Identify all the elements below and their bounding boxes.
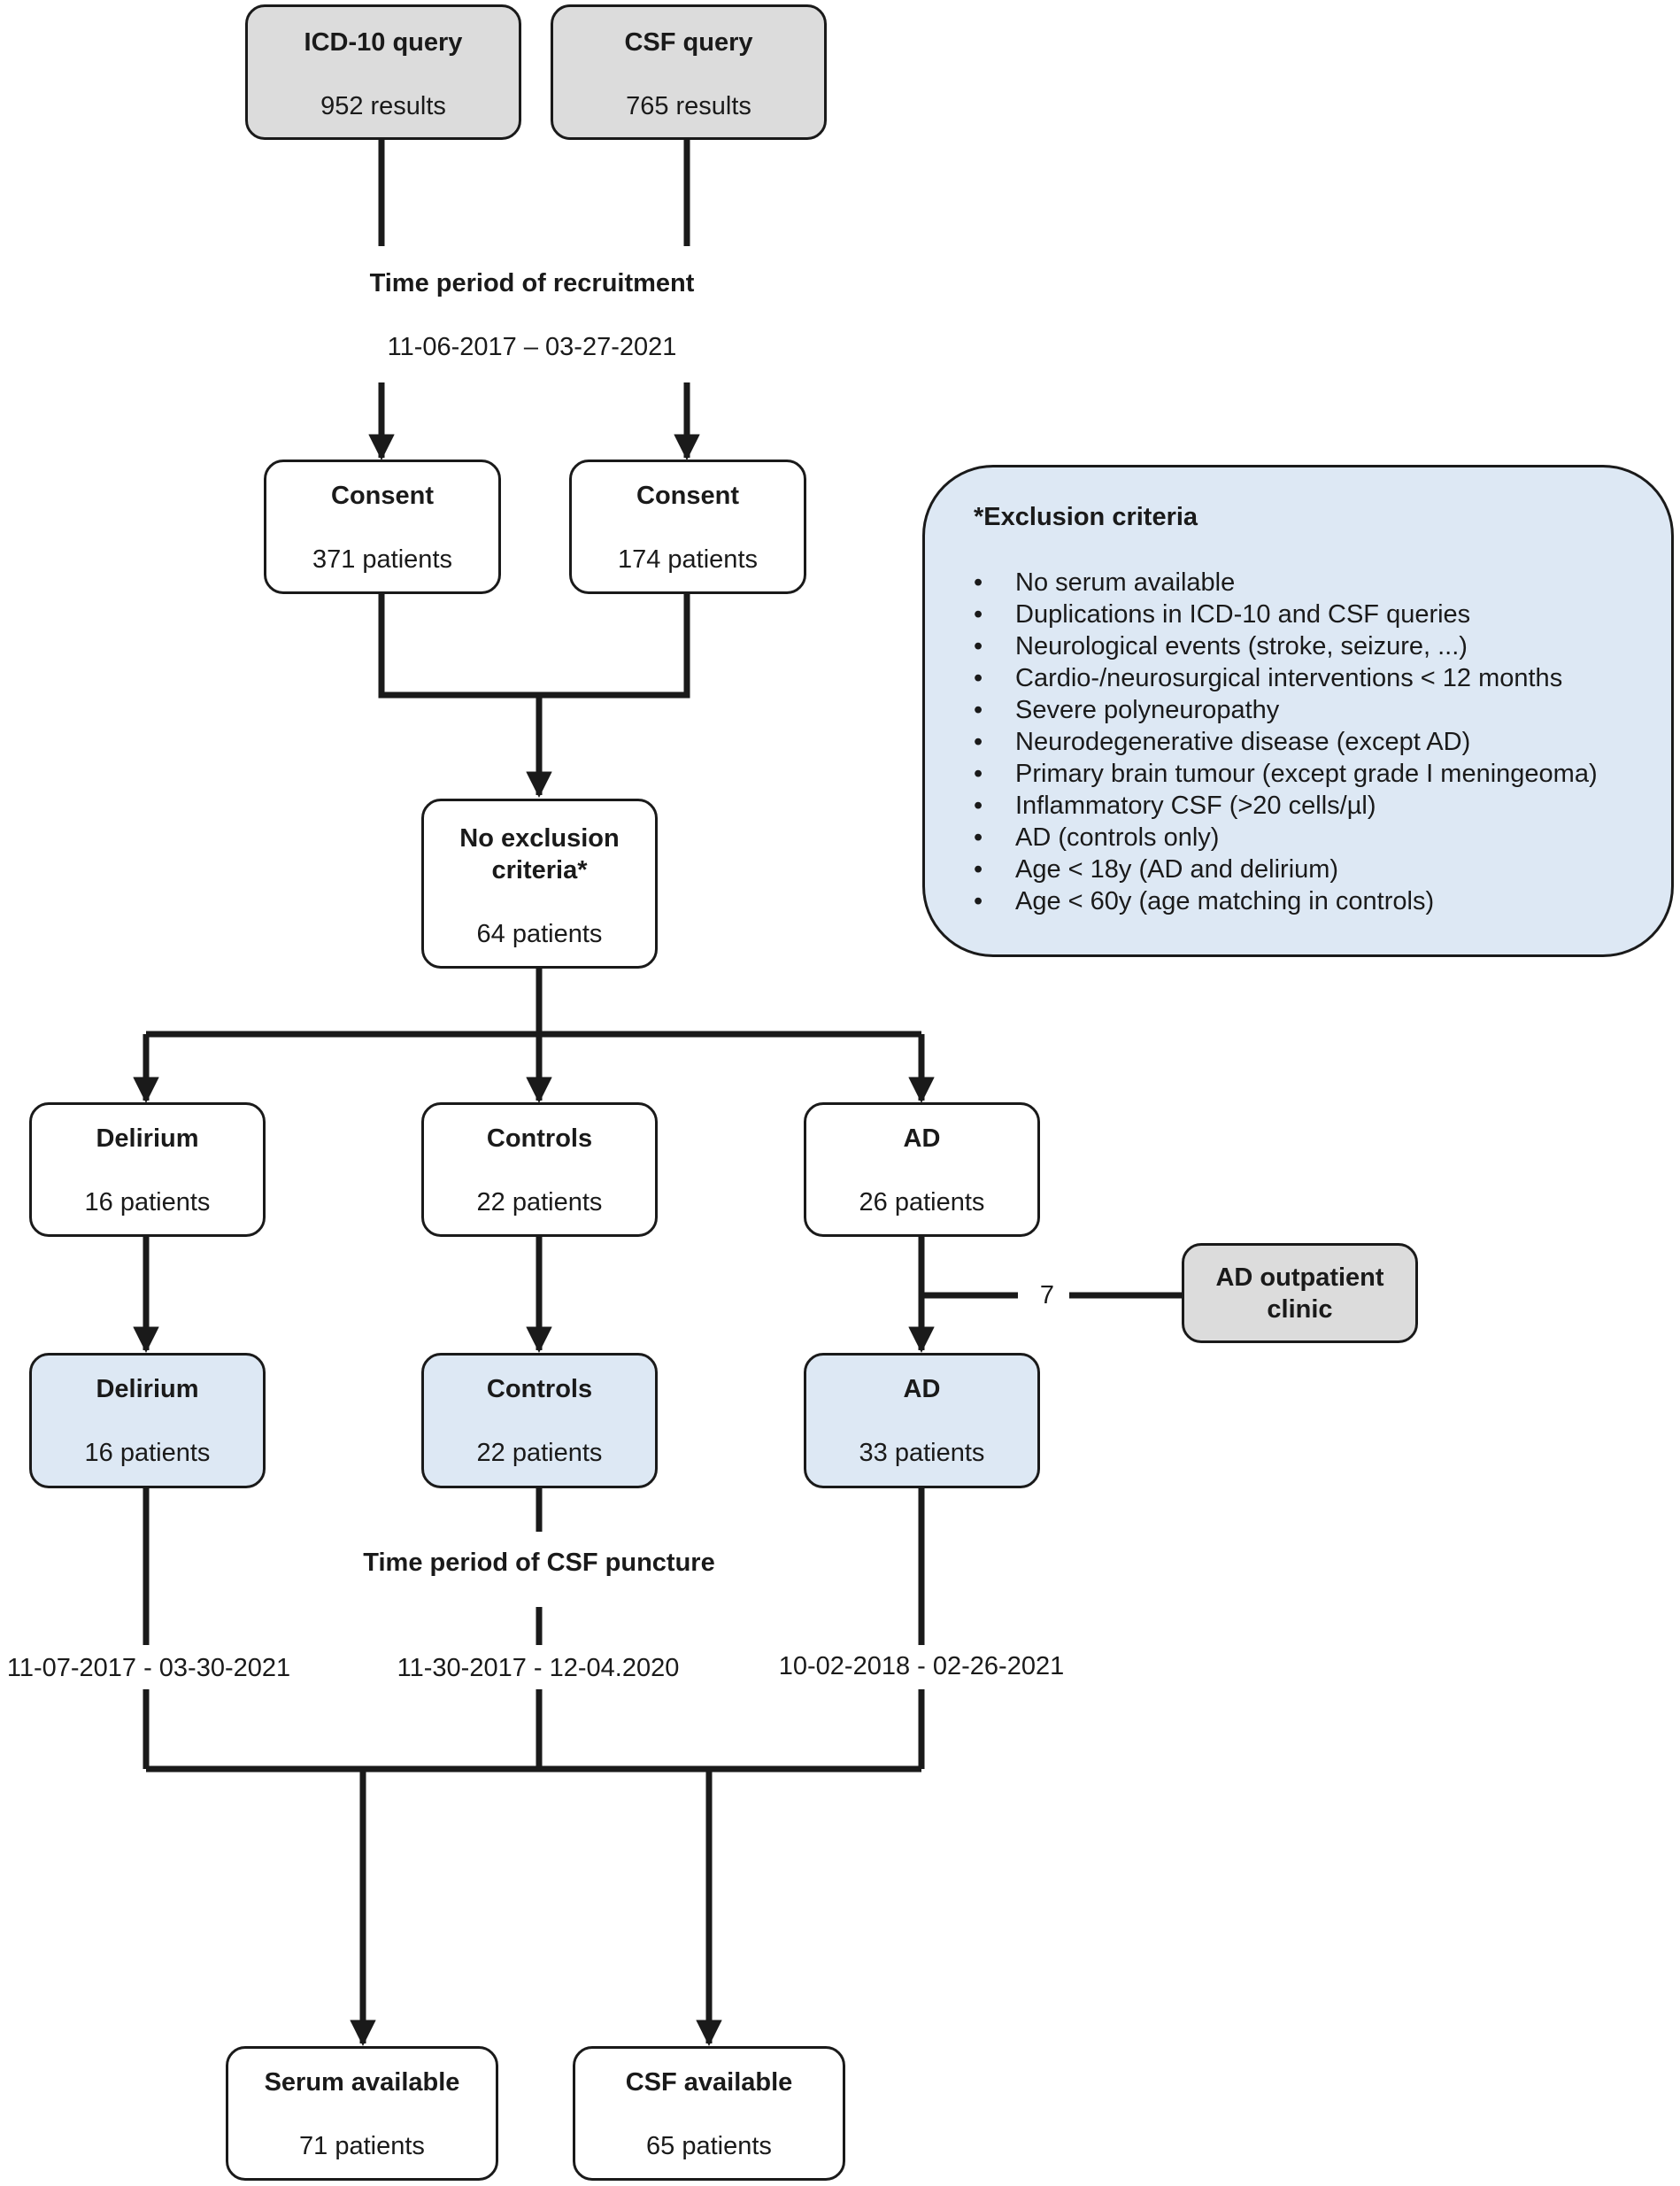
csf-query-box: CSF query 765 results: [551, 4, 827, 140]
csf-puncture-title: Time period of CSF puncture: [363, 1547, 715, 1579]
consent-right-title: Consent: [636, 482, 739, 510]
icd10-query-count: 952 results: [320, 92, 446, 120]
controls-initial-title: Controls: [486, 1124, 593, 1153]
ad-puncture-dates: 10-02-2018 - 02-26-2021: [778, 1650, 1065, 1682]
exclusion-item: Age < 60y (age matching in controls): [925, 885, 1598, 917]
exclusion-item: Primary brain tumour (except grade I men…: [925, 758, 1598, 790]
ad-outpatient-box: AD outpatient clinic: [1182, 1243, 1418, 1343]
exclusion-item: AD (controls only): [925, 822, 1598, 854]
ad-outpatient-added-count: 7: [1039, 1279, 1055, 1311]
no-exclusion-title-line1: No exclusion: [459, 824, 620, 853]
connector-consent-merge: [378, 592, 690, 699]
exclusion-item: Inflammatory CSF (>20 cells/µl): [925, 790, 1598, 822]
consent-left-count: 371 patients: [312, 545, 452, 574]
recruitment-title: Time period of recruitment: [369, 267, 695, 299]
icd10-query-box: ICD-10 query 952 results: [245, 4, 521, 140]
ad-outpatient-title-line1: AD outpatient: [1215, 1263, 1384, 1292]
ad-initial-box: AD 26 patients: [804, 1102, 1040, 1237]
controls-final-title: Controls: [486, 1375, 593, 1403]
delirium-initial-title: Delirium: [96, 1124, 199, 1153]
ad-final-count: 33 patients: [859, 1439, 985, 1467]
controls-puncture-dates: 11-30-2017 - 12-04.2020: [397, 1652, 680, 1684]
ad-initial-title: AD: [903, 1124, 941, 1153]
delirium-final-box: Delirium 16 patients: [29, 1353, 266, 1488]
exclusion-criteria-title: *Exclusion criteria: [974, 503, 1198, 531]
consent-box-right: Consent 174 patients: [569, 460, 806, 594]
exclusion-item: Severe polyneuropathy: [925, 694, 1598, 726]
delirium-initial-count: 16 patients: [84, 1188, 211, 1217]
exclusion-item: Neurological events (stroke, seizure, ..…: [925, 630, 1598, 662]
controls-initial-count: 22 patients: [476, 1188, 603, 1217]
ad-outpatient-title-line2: clinic: [1267, 1295, 1333, 1324]
serum-available-title: Serum available: [264, 2068, 460, 2097]
serum-available-box: Serum available 71 patients: [226, 2046, 498, 2181]
no-exclusion-box: No exclusion criteria* 64 patients: [421, 799, 658, 969]
exclusion-item: Age < 18y (AD and delirium): [925, 854, 1598, 885]
exclusion-item: Cardio-/neurosurgical interventions < 12…: [925, 662, 1598, 694]
delirium-final-count: 16 patients: [84, 1439, 211, 1467]
controls-final-box: Controls 22 patients: [421, 1353, 658, 1488]
no-exclusion-title-line2: criteria*: [491, 856, 588, 884]
delirium-initial-box: Delirium 16 patients: [29, 1102, 266, 1237]
exclusion-criteria-list: No serum available Duplications in ICD-1…: [925, 567, 1598, 917]
exclusion-item: No serum available: [925, 567, 1598, 599]
exclusion-criteria-box: *Exclusion criteria No serum available D…: [922, 465, 1674, 957]
delirium-final-title: Delirium: [96, 1375, 199, 1403]
serum-available-count: 71 patients: [299, 2132, 425, 2160]
csf-query-count: 765 results: [626, 92, 751, 120]
exclusion-item: Neurodegenerative disease (except AD): [925, 726, 1598, 758]
controls-final-count: 22 patients: [476, 1439, 603, 1467]
no-exclusion-count: 64 patients: [476, 920, 603, 948]
csf-available-box: CSF available 65 patients: [573, 2046, 845, 2181]
controls-initial-box: Controls 22 patients: [421, 1102, 658, 1237]
ad-final-box: AD 33 patients: [804, 1353, 1040, 1488]
recruitment-dates: 11-06-2017 – 03-27-2021: [387, 331, 677, 363]
consent-right-count: 174 patients: [617, 545, 758, 574]
consent-box-left: Consent 371 patients: [264, 460, 501, 594]
icd10-query-title: ICD-10 query: [304, 28, 463, 57]
csf-query-title: CSF query: [624, 28, 753, 57]
exclusion-item: Duplications in ICD-10 and CSF queries: [925, 599, 1598, 630]
consent-left-title: Consent: [331, 482, 434, 510]
csf-available-title: CSF available: [625, 2068, 793, 2097]
csf-available-count: 65 patients: [646, 2132, 772, 2160]
delirium-puncture-dates: 11-07-2017 - 03-30-2021: [6, 1652, 291, 1684]
ad-final-title: AD: [903, 1375, 941, 1403]
ad-initial-count: 26 patients: [859, 1188, 985, 1217]
